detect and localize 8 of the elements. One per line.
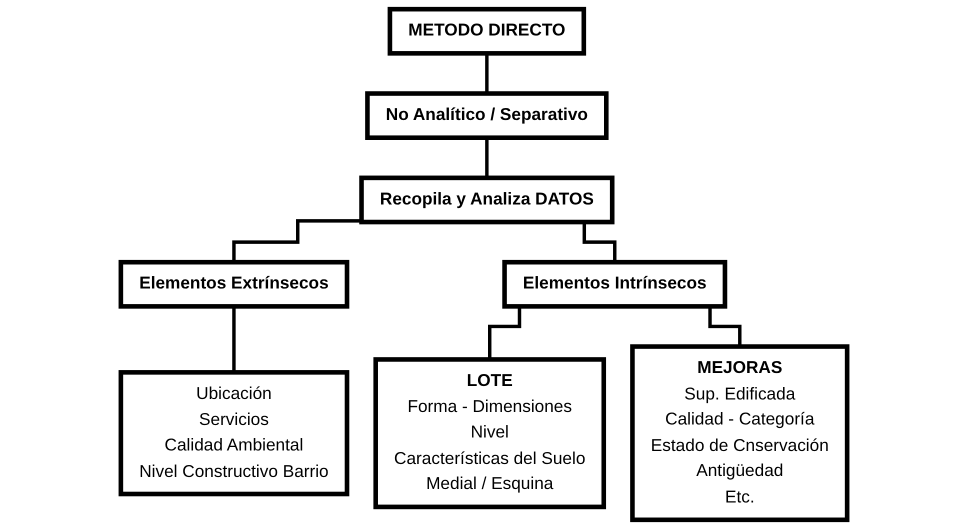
node-box: No Analítico / Separativo xyxy=(365,91,609,140)
node-box: MEJORAS Sup. Edificada Calidad - Categoría Estado de Cnservación Antigüedad Etc. xyxy=(630,344,850,522)
node-box: Elementos Intrínsecos xyxy=(502,260,728,309)
node-box: Recopila y Analiza DATOS xyxy=(359,176,614,224)
node-box: Elementos Extrínsecos xyxy=(118,260,350,309)
node-box: Ubicación Servicios Calidad Ambiental Nivel Constructivo Barrio xyxy=(118,370,350,496)
node-box: METODO DIRECTO xyxy=(388,6,586,56)
node-box: LOTE Forma - Dimensiones Nivel Características del Suelo Medial / Esquina xyxy=(373,357,606,510)
